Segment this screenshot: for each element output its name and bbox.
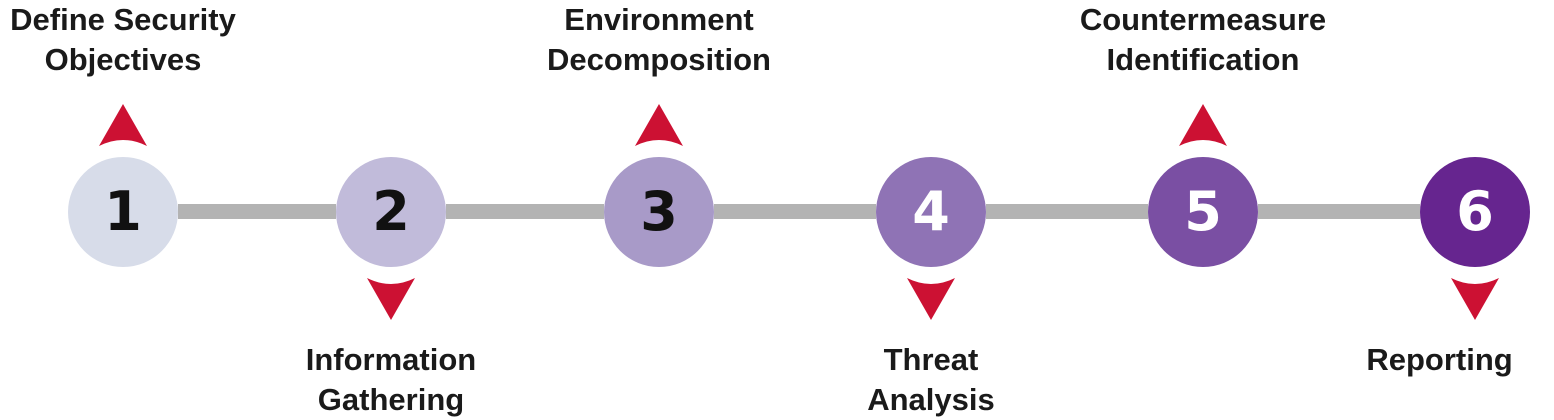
step-6-circle: 6 [1420, 157, 1530, 267]
arrow-up-icon [635, 104, 683, 146]
step-number: 3 [640, 180, 678, 243]
connector-line [714, 204, 876, 219]
arrow-down-icon [367, 278, 415, 320]
step-5-circle: 5 [1148, 157, 1258, 267]
step-3-circle: 3 [604, 157, 714, 267]
arrow-up-icon [99, 104, 147, 146]
label-line: Reporting [1366, 342, 1513, 377]
step-2-circle: 2 [336, 157, 446, 267]
label-line: Environment [564, 2, 754, 37]
label-line: Analysis [867, 382, 995, 417]
step-number: 5 [1184, 180, 1222, 243]
step-number: 4 [912, 180, 950, 243]
label-line: Countermeasure [1079, 2, 1327, 37]
label-line: Define Security [10, 2, 236, 37]
label-line: Decomposition [547, 42, 771, 77]
connector-line [178, 204, 336, 219]
step-6-label: Reporting [1325, 340, 1554, 380]
step-1-circle: 1 [68, 157, 178, 267]
arrow-up-icon [1179, 104, 1227, 146]
step-4-circle: 4 [876, 157, 986, 267]
step-number: 2 [372, 180, 410, 243]
label-line: Gathering [317, 382, 465, 417]
label-line: Threat [883, 342, 979, 377]
connector-line [446, 204, 604, 219]
arrow-down-icon [1451, 278, 1499, 320]
step-number: 6 [1456, 180, 1494, 243]
connector-line [1258, 204, 1420, 219]
label-line: Identification [1106, 42, 1300, 77]
step-number: 1 [104, 180, 142, 243]
arrow-down-icon [907, 278, 955, 320]
label-line: Information [305, 342, 477, 377]
connector-line [986, 204, 1148, 219]
label-line: Objectives [44, 42, 202, 77]
